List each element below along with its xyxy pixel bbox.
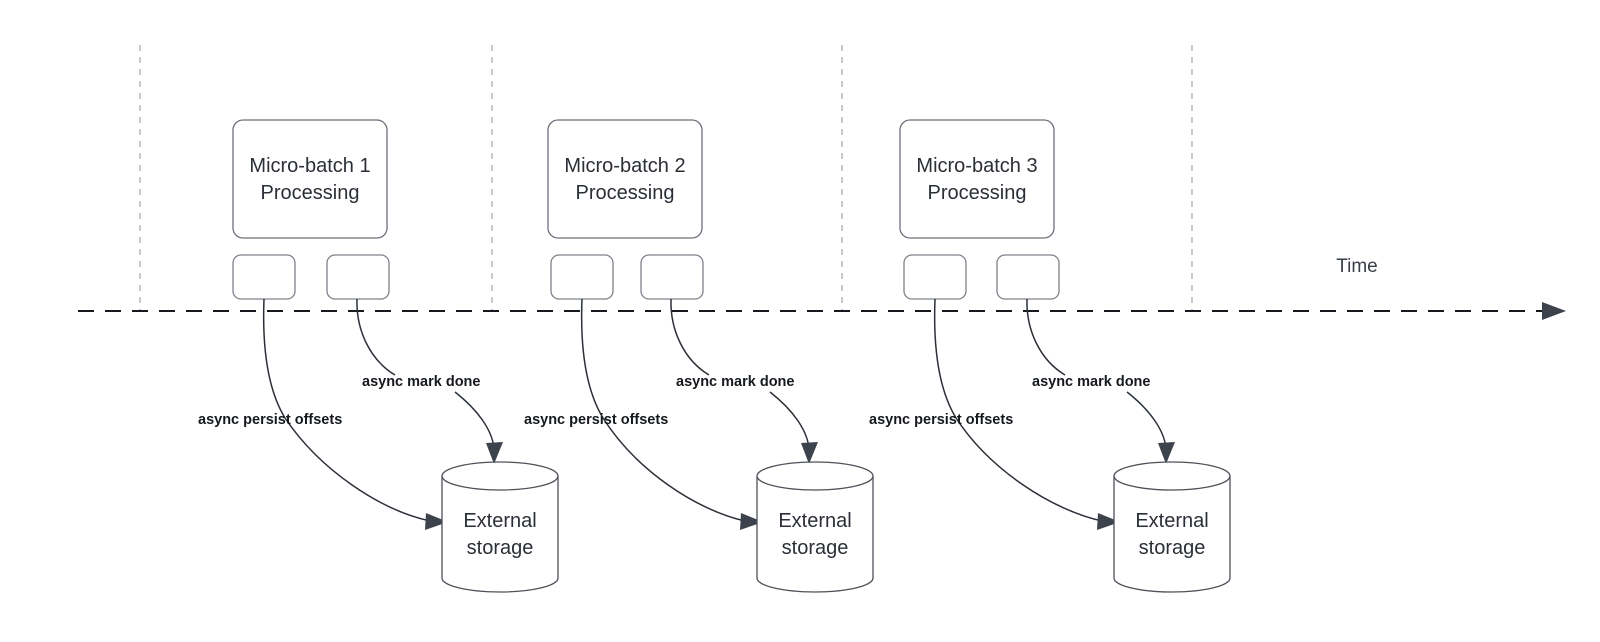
batch-boundary-guides	[139, 45, 1193, 311]
external-storage-1[interactable]: External storage	[441, 461, 559, 593]
task-box-right-2[interactable]	[640, 254, 704, 300]
external-storage-3[interactable]: External storage	[1113, 461, 1231, 593]
micro-batch-3-box[interactable]	[899, 119, 1055, 239]
time-axis-arrowhead	[1542, 302, 1566, 320]
mark-done-arrowhead-1	[486, 442, 503, 464]
external-storage-1-body	[441, 476, 559, 593]
micro-batch-3-label-line1: Micro-batch 3	[916, 155, 1037, 177]
external-storage-3-label-line2: storage	[1139, 537, 1206, 559]
micro-batch-group-2: Micro-batch 2 Processing async persist o…	[524, 119, 874, 593]
mark-done-arrowhead-2	[801, 442, 818, 464]
micro-batch-group-3: Micro-batch 3 Processing async persist o…	[869, 119, 1231, 593]
external-storage-2-body	[756, 476, 874, 593]
external-storage-3-body	[1113, 476, 1231, 593]
persist-offsets-curve-3b	[955, 417, 1103, 522]
external-storage-1-label-line1: External	[463, 510, 536, 532]
mark-done-curve-2b	[769, 391, 810, 449]
external-storage-2-label-line2: storage	[782, 537, 849, 559]
time-axis: Time	[78, 256, 1566, 320]
persist-offsets-curve-2	[580, 298, 604, 419]
mark-done-arrowhead-3	[1158, 442, 1175, 464]
mark-done-curve-2	[670, 298, 710, 376]
micro-batch-group-1: Micro-batch 1 Processing async persist o…	[198, 119, 559, 593]
persist-offsets-arrowhead-2	[740, 513, 763, 530]
micro-batch-1-box[interactable]	[232, 119, 388, 239]
task-box-right-3[interactable]	[996, 254, 1060, 300]
micro-batch-2-label-line2: Processing	[576, 182, 675, 204]
persist-offsets-label-3: async persist offsets	[869, 412, 1013, 428]
persist-offsets-label-1: async persist offsets	[198, 412, 342, 428]
time-axis-label: Time	[1336, 256, 1378, 277]
persist-offsets-curve-2b	[602, 417, 746, 522]
mark-done-curve-1b	[454, 391, 495, 449]
mark-done-label-2: async mark done	[676, 374, 794, 390]
mark-done-label-3: async mark done	[1032, 374, 1150, 390]
micro-batch-3-label-line2: Processing	[928, 182, 1027, 204]
task-box-left-1[interactable]	[232, 254, 296, 300]
external-storage-2-top	[756, 461, 874, 491]
external-storage-1-label-line2: storage	[467, 537, 534, 559]
mark-done-curve-1	[356, 298, 396, 376]
micro-batch-1-label-line2: Processing	[261, 182, 360, 204]
persist-offsets-arrowhead-1	[425, 513, 448, 530]
task-box-left-3[interactable]	[903, 254, 967, 300]
external-storage-3-top	[1113, 461, 1231, 491]
task-box-left-2[interactable]	[550, 254, 614, 300]
external-storage-2[interactable]: External storage	[756, 461, 874, 593]
micro-batch-2-box[interactable]	[547, 119, 703, 239]
task-box-right-1[interactable]	[326, 254, 390, 300]
micro-batch-1-label-line1: Micro-batch 1	[249, 155, 370, 177]
persist-offsets-curve-1	[262, 298, 286, 419]
mark-done-curve-3b	[1126, 391, 1167, 449]
micro-batch-2-label-line1: Micro-batch 2	[564, 155, 685, 177]
external-storage-3-label-line1: External	[1135, 510, 1208, 532]
persist-offsets-curve-1b	[284, 417, 431, 522]
persist-offsets-label-2: async persist offsets	[524, 412, 668, 428]
mark-done-curve-3	[1026, 298, 1066, 376]
persist-offsets-curve-3	[933, 298, 957, 419]
external-storage-2-label-line1: External	[778, 510, 851, 532]
persist-offsets-arrowhead-3	[1097, 513, 1120, 530]
external-storage-1-top	[441, 461, 559, 491]
mark-done-label-1: async mark done	[362, 374, 480, 390]
